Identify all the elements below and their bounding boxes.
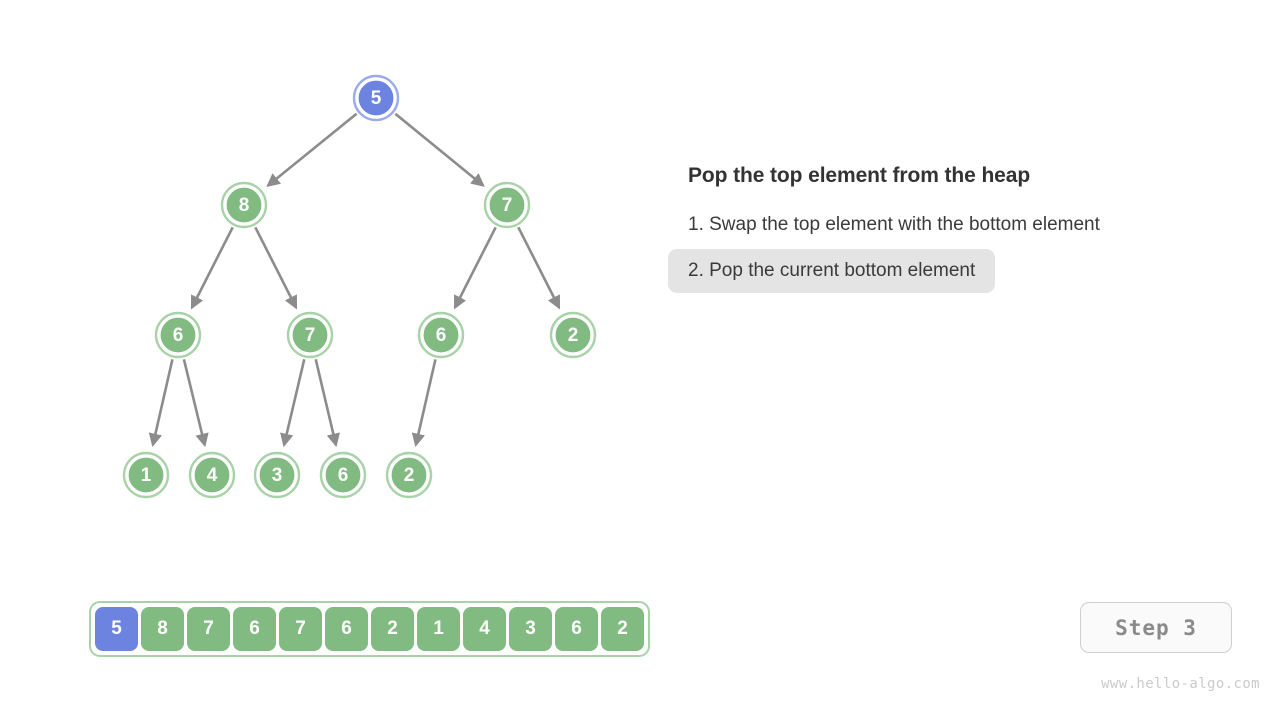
array-cell: 8: [141, 607, 184, 651]
tree-node-fill: [290, 315, 330, 355]
tree-nodes: 5 8 7 6 7 6 2 1 4 3 6 2: [122, 74, 597, 499]
array-cell: 2: [371, 607, 414, 651]
tree-node-label: 1: [141, 465, 152, 486]
tree-node: 7: [286, 311, 334, 359]
tree-node-fill: [323, 455, 363, 495]
page-title: Pop the top element from the heap: [688, 164, 1031, 187]
tree-node-fill: [224, 185, 264, 225]
tree-node-fill: [192, 455, 232, 495]
tree-node-label: 6: [436, 325, 447, 346]
tree-edge: [254, 226, 298, 310]
tree-node-label: 6: [173, 325, 184, 346]
array-cell: 6: [325, 607, 368, 651]
tree-edge: [453, 226, 497, 310]
tree-node: 1: [122, 451, 170, 499]
array-cell: 2: [601, 607, 644, 651]
tree-node-ring: [286, 311, 334, 359]
tree-node-label: 7: [502, 195, 513, 216]
array-cell: 5: [95, 607, 138, 651]
tree-edges: [148, 112, 561, 448]
step-item-1: 1. Swap the top element with the bottom …: [688, 214, 1100, 236]
tree-node-label: 4: [207, 465, 218, 486]
tree-node-label: 8: [239, 195, 250, 216]
tree-node-ring: [154, 311, 202, 359]
array-cell: 1: [417, 607, 460, 651]
tree-node: 7: [483, 181, 531, 229]
tree-edge: [182, 358, 209, 448]
array-cell: 7: [279, 607, 322, 651]
tree-node-ring: [122, 451, 170, 499]
tree-node-fill: [126, 455, 166, 495]
tree-node: 6: [319, 451, 367, 499]
tree-node-fill: [356, 78, 396, 118]
tree-node: 2: [549, 311, 597, 359]
tree-node: 8: [220, 181, 268, 229]
array-cell: 6: [233, 607, 276, 651]
tree-node: 3: [253, 451, 301, 499]
array-cell: 6: [555, 607, 598, 651]
tree-node: 2: [385, 451, 433, 499]
tree-edge: [314, 359, 340, 448]
step-badge: Step 3: [1080, 602, 1232, 653]
tree-edge: [266, 112, 358, 187]
tree-edge: [148, 359, 174, 448]
tree-node-ring: [253, 451, 301, 499]
tree-edge: [280, 359, 306, 448]
tree-edge: [394, 112, 485, 187]
tree-node-ring: [319, 451, 367, 499]
tree-node-fill: [553, 315, 593, 355]
steps-list: 1. Swap the top element with the bottom …: [668, 203, 1248, 294]
tree-node: 5: [352, 74, 400, 122]
watermark: www.hello-algo.com: [1101, 676, 1260, 692]
tree-node-label: 2: [568, 325, 579, 346]
tree-node-fill: [158, 315, 198, 355]
tree-node-fill: [389, 455, 429, 495]
tree-node-ring: [220, 181, 268, 229]
tree-node: 6: [154, 311, 202, 359]
array-cell: 4: [463, 607, 506, 651]
array-cell: 7: [187, 607, 230, 651]
info-panel: Pop the top element from the heap 1. Swa…: [668, 163, 1248, 295]
tree-node-ring: [549, 311, 597, 359]
tree-edge: [411, 359, 437, 448]
tree-node-ring: [352, 74, 400, 122]
array-cell: 3: [509, 607, 552, 651]
tree-node-label: 6: [338, 465, 349, 486]
tree-edge: [517, 226, 561, 310]
tree-node: 6: [417, 311, 465, 359]
tree-node-ring: [385, 451, 433, 499]
tree-node-fill: [421, 315, 461, 355]
tree-node-ring: [417, 311, 465, 359]
tree-node: 4: [188, 451, 236, 499]
tree-node-ring: [483, 181, 531, 229]
tree-node-label: 3: [272, 465, 283, 486]
tree-node-label: 2: [404, 465, 415, 486]
tree-node-label: 5: [371, 88, 382, 109]
heap-tree: 5 8 7 6 7 6 2 1 4 3 6 2: [122, 74, 597, 499]
tree-node-ring: [188, 451, 236, 499]
tree-node-fill: [487, 185, 527, 225]
tree-node-fill: [257, 455, 297, 495]
tree-node-label: 7: [305, 325, 316, 346]
step-item-2: 2. Pop the current bottom element: [668, 248, 996, 293]
tree-edge: [190, 226, 234, 310]
